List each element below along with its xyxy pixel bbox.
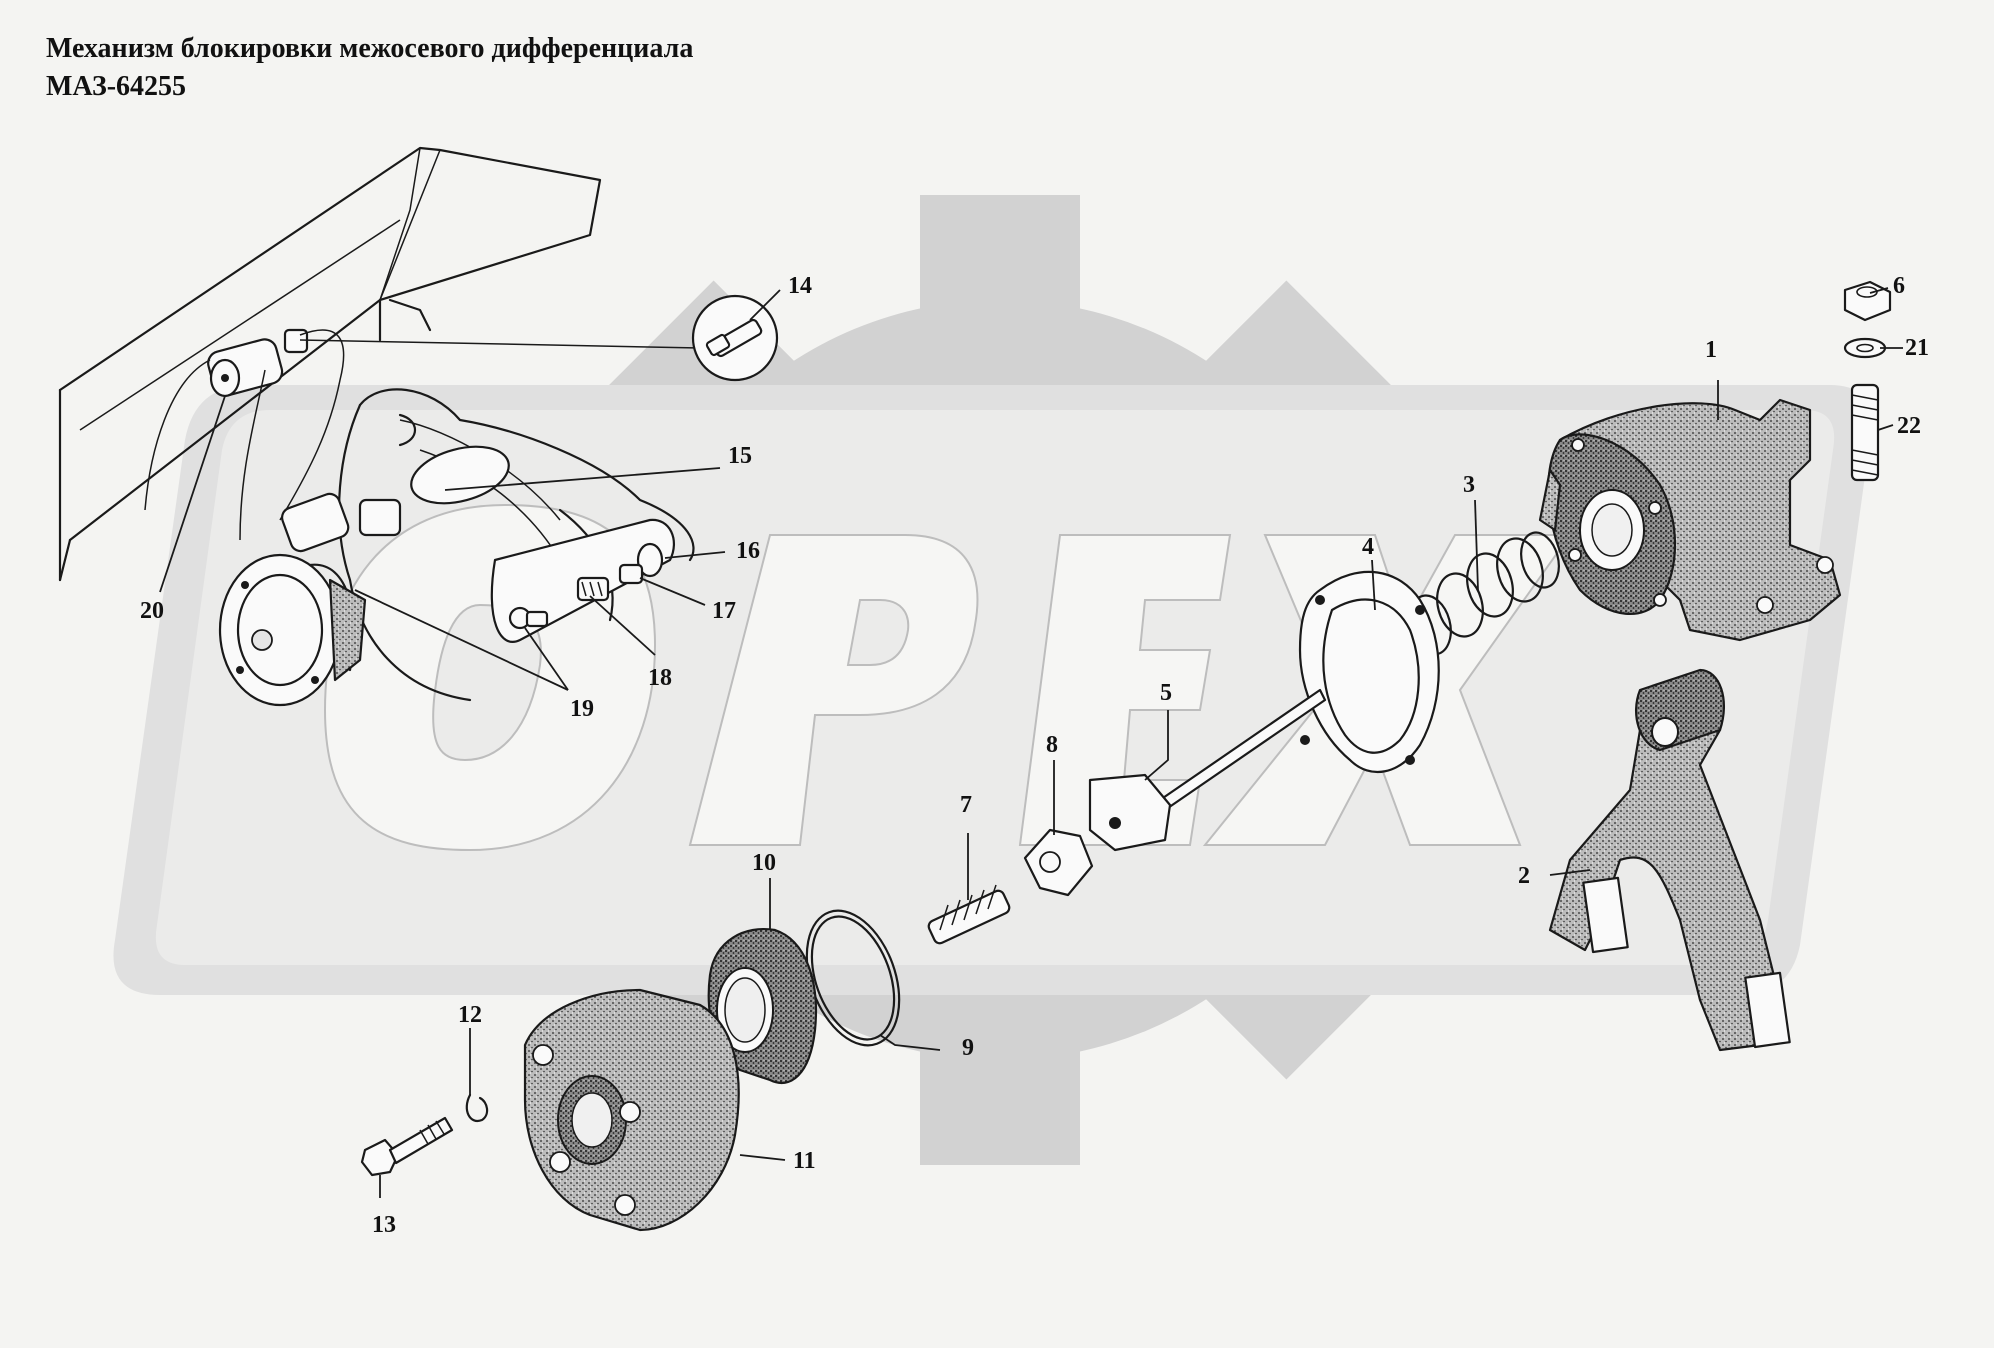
callout-2: 2: [1518, 863, 1530, 889]
fitting-14: [691, 294, 779, 382]
callout-8: 8: [1046, 732, 1058, 758]
leader-lines: [159, 287, 1903, 1198]
rod-5: [1088, 688, 1327, 852]
washer-21: [1843, 337, 1887, 359]
callout-5: 5: [1160, 680, 1172, 706]
plug-17: [618, 563, 644, 585]
axle-housing: [218, 388, 695, 707]
callout-12: 12: [458, 1002, 482, 1028]
plug-assembly: [490, 518, 675, 643]
callout-19: 19: [570, 696, 594, 722]
callout-4: 4: [1362, 534, 1374, 560]
seal-ring-16: [636, 542, 664, 578]
nut-6: [1843, 280, 1892, 322]
bolt-13: [360, 1116, 454, 1177]
nut-8: [1023, 828, 1094, 897]
stud-22: [1850, 383, 1880, 482]
title-line-1: Механизм блокировки межосевого дифференц…: [46, 33, 694, 64]
cylinder-cover-11: [523, 988, 740, 1232]
housing-1: [1538, 398, 1842, 642]
pneumatic-valve: [144, 328, 345, 541]
callout-10: 10: [752, 850, 776, 876]
callout-labels: 1 2 3 4 5 6 7 8 9 10 11 12 13 14 15 16 1…: [140, 273, 1929, 1238]
lock-washer-12: [465, 1093, 489, 1123]
callout-15: 15: [728, 443, 752, 469]
gasket-4: [1298, 570, 1440, 774]
watermark-logo: [113, 195, 1872, 1165]
callout-18: 18: [648, 665, 672, 691]
callout-16: 16: [736, 538, 760, 564]
callout-21: 21: [1905, 335, 1929, 361]
callout-17: 17: [712, 598, 736, 624]
callout-13: 13: [372, 1212, 396, 1238]
callout-22: 22: [1897, 413, 1921, 439]
diagram-title: Механизм блокировки межосевого дифференц…: [46, 30, 693, 106]
spring-18: [576, 576, 610, 602]
callout-6: 6: [1893, 273, 1905, 299]
frame-rail: [58, 146, 602, 582]
callout-7: 7: [960, 792, 972, 818]
callout-3: 3: [1463, 472, 1475, 498]
callout-9: 9: [962, 1035, 974, 1061]
spring-7: [927, 884, 1011, 945]
air-line: [299, 339, 701, 349]
callout-14: 14: [788, 273, 812, 299]
callout-20: 20: [140, 598, 164, 624]
callout-11: 11: [793, 1148, 816, 1174]
title-line-2: МАЗ-64255: [46, 71, 187, 102]
shift-fork-2: [1548, 668, 1791, 1052]
callout-1: 1: [1705, 337, 1717, 363]
